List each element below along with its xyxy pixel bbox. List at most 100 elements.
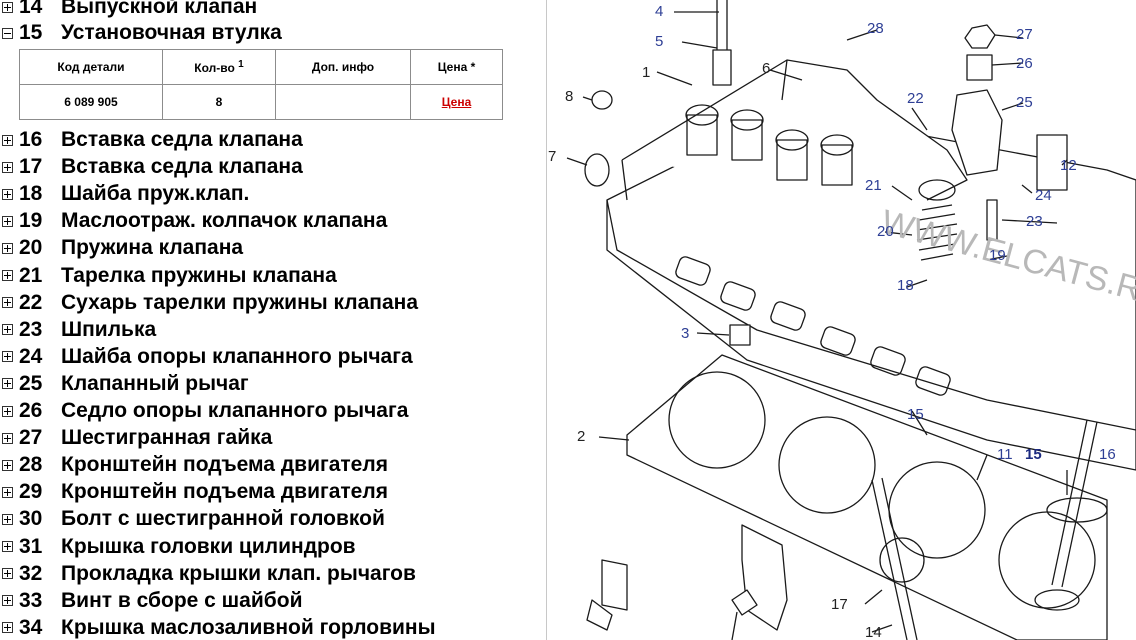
item-name[interactable]: Маслоотраж. колпачок клапана xyxy=(61,209,388,233)
expand-toggle-icon[interactable] xyxy=(2,541,13,552)
exploded-diagram[interactable]: WWW.ELCATS.RU 4 5 1 6 8 7 28 27 26 22 25… xyxy=(547,0,1136,640)
item-name[interactable]: Прокладка крышки клап. рычагов xyxy=(61,561,416,585)
item-name[interactable]: Шайба пруж.клап. xyxy=(61,182,250,206)
parts-list-item[interactable]: 26 Седло опоры клапанного рычага xyxy=(0,398,408,424)
callout-3[interactable]: 3 xyxy=(681,325,690,342)
callout-24[interactable]: 24 xyxy=(1035,187,1052,204)
item-name[interactable]: Клапанный рычаг xyxy=(61,371,249,395)
item-name[interactable]: Выпускной клапан xyxy=(61,0,258,18)
expand-toggle-icon[interactable] xyxy=(2,432,13,444)
item-name[interactable]: Вставка седла клапана xyxy=(61,128,303,151)
expand-toggle-icon[interactable] xyxy=(2,242,13,254)
item-number: 14 xyxy=(19,0,43,18)
expand-toggle-icon[interactable] xyxy=(2,351,13,363)
callout-25[interactable]: 25 xyxy=(1016,94,1033,111)
callout-17[interactable]: 17 xyxy=(831,596,848,613)
expand-toggle-icon[interactable] xyxy=(2,324,13,336)
expand-toggle-icon[interactable] xyxy=(2,405,13,417)
expand-toggle-icon[interactable] xyxy=(2,161,13,173)
callout-20[interactable]: 20 xyxy=(877,223,894,240)
expand-toggle-icon[interactable] xyxy=(2,134,13,146)
callout-5[interactable]: 5 xyxy=(655,33,664,50)
item-name[interactable]: Установочная втулка xyxy=(61,21,282,44)
item-number: 33 xyxy=(19,588,43,612)
parts-list-item[interactable]: 24 Шайба опоры клапанного рычага xyxy=(0,344,413,370)
item-number: 26 xyxy=(19,399,43,422)
expand-toggle-icon[interactable] xyxy=(2,297,13,309)
expand-toggle-icon[interactable] xyxy=(2,595,13,607)
callout-6[interactable]: 6 xyxy=(762,60,771,77)
callout-8[interactable]: 8 xyxy=(565,88,574,105)
callout-4[interactable]: 4 xyxy=(655,3,664,20)
item-name[interactable]: Шпилька xyxy=(61,317,157,341)
parts-list-item[interactable]: 17 Вставка седла клапана xyxy=(0,154,303,180)
callout-15-active[interactable]: 15 xyxy=(1025,446,1042,463)
parts-list-item[interactable]: 33 Винт в сборе с шайбой xyxy=(0,588,302,614)
parts-list-item-expanded[interactable]: 15 Установочная втулка xyxy=(0,20,282,46)
expand-toggle-icon[interactable] xyxy=(2,513,13,525)
expand-toggle-icon[interactable] xyxy=(2,459,13,471)
callout-23[interactable]: 23 xyxy=(1026,213,1043,230)
callout-15[interactable]: 15 xyxy=(907,406,924,423)
callout-2[interactable]: 2 xyxy=(577,428,586,445)
item-name[interactable]: Сухарь тарелки пружины клапана xyxy=(61,290,419,314)
price-link[interactable]: Цена xyxy=(441,95,472,109)
callout-26[interactable]: 26 xyxy=(1016,55,1033,72)
parts-list-item[interactable]: 14 Выпускной клапан xyxy=(0,0,257,20)
table-row: 6 089 905 8 Цена xyxy=(19,84,503,120)
expand-toggle-icon[interactable] xyxy=(2,486,13,498)
callout-14[interactable]: 14 xyxy=(865,624,882,640)
item-name[interactable]: Седло опоры клапанного рычага xyxy=(61,399,409,422)
item-name[interactable]: Винт в сборе с шайбой xyxy=(61,588,303,612)
callout-16[interactable]: 16 xyxy=(1099,446,1116,463)
callout-22[interactable]: 22 xyxy=(907,90,924,107)
item-name[interactable]: Вставка седла клапана xyxy=(61,155,303,179)
callout-27[interactable]: 27 xyxy=(1016,26,1033,43)
callout-19[interactable]: 19 xyxy=(989,247,1006,264)
expand-toggle-icon[interactable] xyxy=(2,568,13,580)
cylinder-head-drawing: WWW.ELCATS.RU xyxy=(566,0,1136,640)
expand-toggle-icon[interactable] xyxy=(2,215,13,227)
item-name[interactable]: Болт с шестигранной головкой xyxy=(61,507,385,531)
item-name[interactable]: Кронштейн подъема двигателя xyxy=(61,453,388,477)
expand-toggle-icon[interactable] xyxy=(2,1,13,13)
callout-18[interactable]: 18 xyxy=(897,277,914,294)
collapse-toggle-icon[interactable] xyxy=(2,27,13,39)
callout-7[interactable]: 7 xyxy=(548,148,557,165)
expand-toggle-icon[interactable] xyxy=(2,378,13,390)
item-number: 24 xyxy=(19,344,43,368)
callout-21[interactable]: 21 xyxy=(865,177,882,194)
expand-toggle-icon[interactable] xyxy=(2,188,13,200)
callout-11[interactable]: 11 xyxy=(997,446,1013,463)
qty-cell: 8 xyxy=(162,84,276,120)
expand-toggle-icon[interactable] xyxy=(2,270,13,281)
item-name[interactable]: Пружина клапана xyxy=(61,236,244,260)
column-header-code: Код детали xyxy=(19,49,163,85)
callout-28[interactable]: 28 xyxy=(867,20,884,37)
item-name[interactable]: Шайба опоры клапанного рычага xyxy=(61,344,413,368)
item-name[interactable]: Шестигранная гайка xyxy=(61,426,273,450)
item-name[interactable]: Крышка маслозаливной горловины xyxy=(61,615,436,639)
callout-12[interactable]: 12 xyxy=(1060,157,1077,174)
expand-toggle-icon[interactable] xyxy=(2,622,13,634)
item-name[interactable]: Тарелка пружины клапана xyxy=(61,263,337,287)
callout-1[interactable]: 1 xyxy=(642,64,651,81)
item-number: 17 xyxy=(19,155,43,179)
item-name[interactable]: Кронштейн подъема двигателя xyxy=(61,480,388,504)
item-name[interactable]: Крышка головки цилиндров xyxy=(61,534,356,558)
